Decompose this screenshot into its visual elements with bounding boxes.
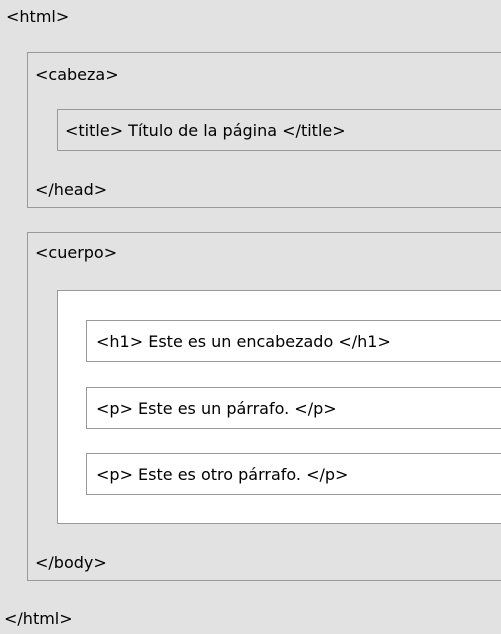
paragraph-element-box-1: <p> Este es un párrafo. </p> [86,387,501,429]
body-open-tag: <cuerpo> [35,243,118,262]
head-close-tag: </head> [35,180,108,199]
head-open-tag: <cabeza> [35,65,119,84]
h1-element-box: <h1> Este es un encabezado </h1> [86,320,501,362]
paragraph-element-box-2: <p> Este es otro párrafo. </p> [86,453,501,495]
body-section: <cuerpo> <h1> Este es un encabezado </h1… [27,232,501,581]
paragraph-element-text-1: <p> Este es un párrafo. </p> [96,399,337,418]
body-close-tag: </body> [35,553,107,572]
title-element-text: <title> Título de la página </title> [65,121,346,140]
html-open-tag: <html> [6,7,70,26]
body-content-area: <h1> Este es un encabezado </h1> <p> Est… [57,290,501,524]
h1-element-text: <h1> Este es un encabezado </h1> [96,332,391,351]
title-element-box: <title> Título de la página </title> [57,109,501,151]
paragraph-element-text-2: <p> Este es otro párrafo. </p> [96,465,349,484]
head-section: <cabeza> <title> Título de la página </t… [27,52,501,208]
html-close-tag: </html> [4,609,73,628]
